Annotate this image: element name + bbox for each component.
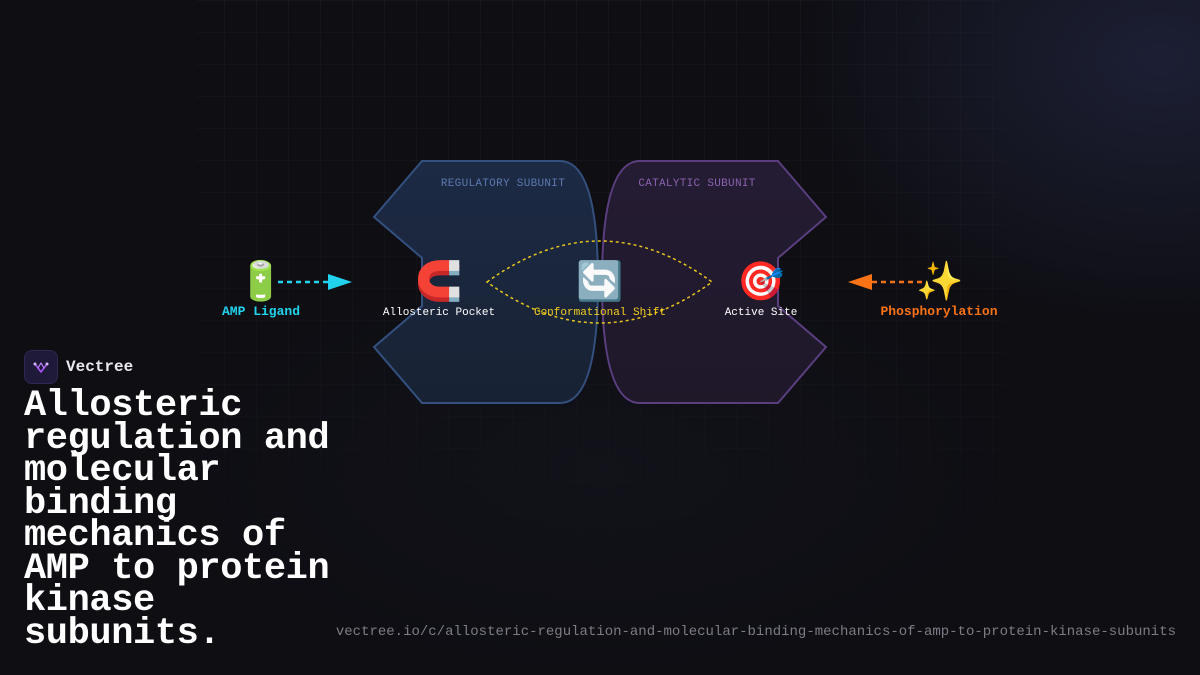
conformational-shift-path: [485, 240, 714, 324]
catalytic-subunit-shape: [600, 160, 828, 404]
sparkles-icon: ✨: [916, 259, 963, 303]
refresh-icon: 🔄: [576, 259, 623, 303]
page-url[interactable]: vectree.io/c/allosteric-regulation-and-m…: [335, 624, 1176, 640]
vectree-logo-icon: [24, 350, 58, 384]
brand: Vectree: [24, 350, 133, 384]
conformational-shift-label: Conformational Shift: [534, 307, 666, 319]
battery-icon: 🔋: [237, 259, 284, 303]
background-grid: [197, 0, 1005, 675]
target-icon: 🎯: [737, 259, 784, 303]
phosphorylation-label: Phosphorylation: [880, 304, 997, 319]
catalytic-subunit-title: CATALYTIC SUBUNIT: [638, 178, 755, 190]
allosteric-pocket-label: Allosteric Pocket: [383, 307, 495, 319]
magnet-icon: 🧲: [415, 259, 462, 303]
active-site-label: Active Site: [725, 307, 798, 319]
brand-name: Vectree: [66, 358, 134, 376]
regulatory-subunit-title: REGULATORY SUBUNIT: [441, 178, 565, 190]
page-title: Allosteric regulation and molecular bind…: [24, 385, 330, 655]
phosphorylation-arrowhead: [848, 274, 872, 290]
amp-arrowhead: [328, 274, 352, 290]
amp-ligand-label: AMP Ligand: [222, 304, 300, 319]
